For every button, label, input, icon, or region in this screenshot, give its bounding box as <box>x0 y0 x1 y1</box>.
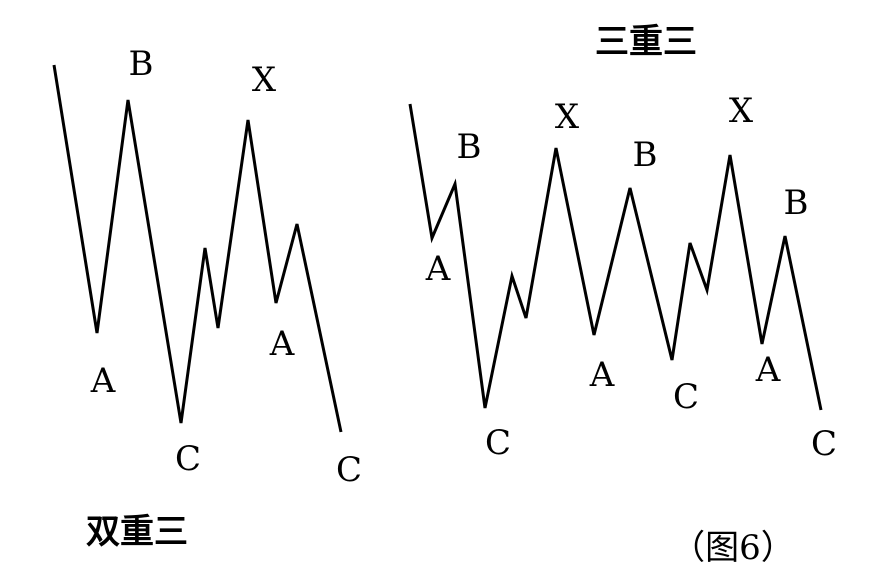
double-three-label-x: X <box>252 60 277 100</box>
triple-three-label-c: C <box>485 423 511 463</box>
triple-three-label-a: A <box>425 249 451 289</box>
double-three-label-c: C <box>336 450 362 490</box>
triple-three-label-b: B <box>633 135 658 175</box>
triple-three-label-c: C <box>673 377 699 417</box>
double-three-label-b: B <box>129 44 154 84</box>
double-three-label-a: A <box>269 324 295 364</box>
triple-three-label-b: B <box>784 183 809 223</box>
triple-three-title: 三重三 <box>595 22 697 62</box>
double-three-title: 双重三 <box>86 512 188 552</box>
double-three-wave-line <box>52 64 343 433</box>
triple-three-label-x: X <box>729 91 754 131</box>
triple-three-label-a: A <box>755 350 781 390</box>
triple-three-label-b: B <box>457 127 482 167</box>
triple-three-wave-line <box>408 103 823 411</box>
triple-three-label-c: C <box>811 424 837 464</box>
double-three-label-a: A <box>90 361 116 401</box>
triple-three-label-a: A <box>589 355 615 395</box>
triple-three-label-x: X <box>555 97 580 137</box>
figure-caption: （图6） <box>671 528 795 568</box>
double-three-label-c: C <box>175 439 201 479</box>
